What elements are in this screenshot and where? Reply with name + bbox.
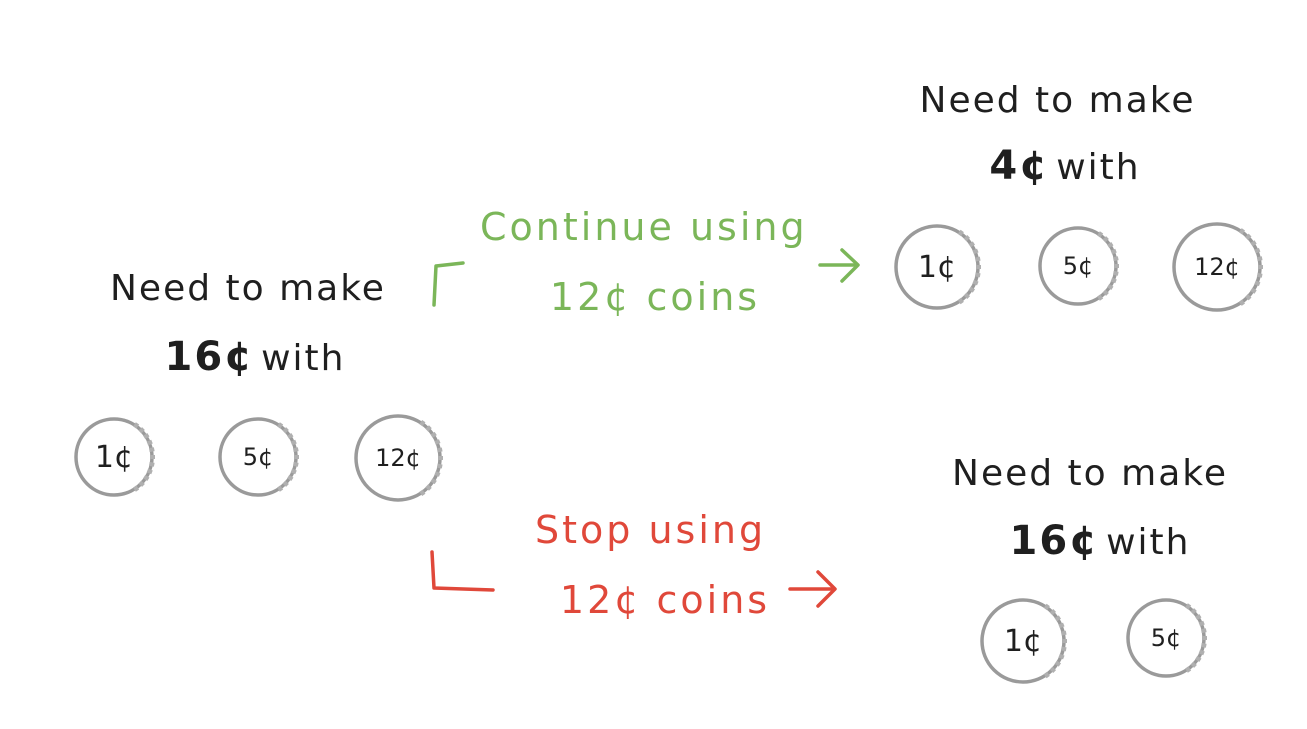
top-right-amount: 4¢ <box>989 143 1050 189</box>
stop-arrow-icon <box>788 570 837 608</box>
coin-icon <box>354 414 443 502</box>
bottom-right-coin-1: 1¢ <box>978 596 1068 686</box>
left-coin-5: 5¢ <box>216 415 300 499</box>
coin-label: 5¢ <box>242 443 274 471</box>
top-right-coin-1: 1¢ <box>892 222 982 312</box>
continue-label-line1: Continue using <box>480 205 808 249</box>
coin-icon <box>74 417 155 497</box>
continue-label-line2: 12¢ coins <box>549 275 761 319</box>
bottom-right-with: with <box>1106 522 1191 563</box>
top-right-coin-5: 5¢ <box>1036 224 1120 308</box>
top-right-with: with <box>1056 147 1141 188</box>
bottom-right-amount: 16¢ <box>1009 518 1099 564</box>
coin-label: 12¢ <box>1194 253 1240 281</box>
continue-arrow-icon <box>818 248 860 283</box>
coin-icon <box>980 598 1067 684</box>
top-right-need-to-make: Need to make <box>919 80 1196 121</box>
left-coin-12: 12¢ <box>352 412 444 504</box>
top-right-amount-line: 4¢ with <box>965 143 1165 189</box>
bottom-right-amount-line: 16¢ with <box>1000 518 1200 564</box>
left-amount-line: 16¢ with <box>150 334 360 380</box>
stop-label-line2: 12¢ coins <box>559 578 771 622</box>
coin-label: 1¢ <box>917 249 957 285</box>
left-amount: 16¢ <box>164 334 254 380</box>
left-need-to-make: Need to make <box>110 268 386 309</box>
stop-label-line1: Stop using <box>535 508 767 552</box>
coin-label: 1¢ <box>1003 623 1043 659</box>
coin-icon <box>218 417 299 497</box>
coin-icon <box>1038 226 1119 306</box>
left-coin-1: 1¢ <box>72 415 156 499</box>
coin-label: 5¢ <box>1150 624 1182 652</box>
coin-label: 12¢ <box>375 444 421 472</box>
continue-bracket <box>432 261 465 307</box>
stop-bracket <box>430 550 495 592</box>
coin-label: 5¢ <box>1062 252 1094 280</box>
bottom-right-need-to-make: Need to make <box>952 453 1228 494</box>
left-with: with <box>261 338 346 379</box>
coin-icon <box>1126 598 1207 678</box>
bottom-right-coin-5: 5¢ <box>1124 596 1208 680</box>
top-right-coin-12: 12¢ <box>1170 220 1264 314</box>
coin-icon <box>1172 222 1263 312</box>
coin-label: 1¢ <box>94 439 134 475</box>
coin-icon <box>894 224 981 310</box>
